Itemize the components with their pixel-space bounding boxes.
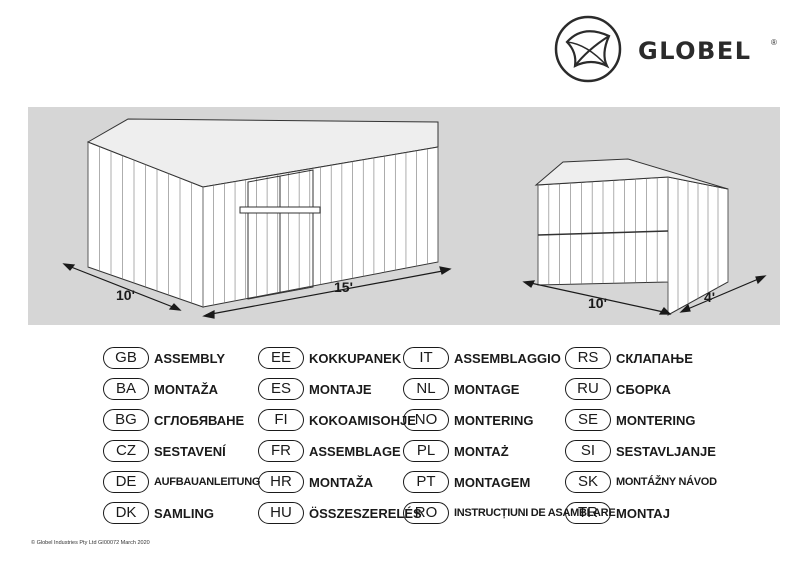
- language-assembly-word: MONTAŽA: [309, 474, 374, 490]
- language-item-dk: DK SAMLING: [103, 501, 214, 525]
- language-item-bg: BG СГЛОБЯВАНЕ: [103, 408, 244, 432]
- language-item-pl: PL MONTAŻ: [403, 439, 509, 463]
- language-code-badge: SK: [565, 471, 611, 493]
- language-item-hr: HR MONTAŽA: [258, 470, 373, 494]
- language-code-badge: IT: [403, 347, 449, 369]
- registered-mark: ®: [771, 38, 777, 47]
- language-code-badge: PL: [403, 440, 449, 462]
- language-code-badge: BG: [103, 409, 149, 431]
- language-assembly-word: KOKKUPANEK: [309, 350, 402, 366]
- language-assembly-word: MONTAJ: [616, 505, 670, 521]
- language-assembly-word: ASSEMBLAGGIO: [454, 350, 561, 366]
- language-code-badge: CZ: [103, 440, 149, 462]
- language-assembly-word: MONTÁŽNY NÁVOD: [616, 476, 717, 488]
- language-assembly-word: СКЛАПАЊЕ: [616, 350, 693, 366]
- small-shed-roof: [534, 158, 729, 190]
- large-shed-dimension-lines: [62, 263, 452, 319]
- language-assembly-word: SESTAVLJANJE: [616, 443, 716, 459]
- large-shed-depth-label: 10': [116, 287, 135, 303]
- language-item-fr: FR ASSEMBLAGE: [258, 439, 401, 463]
- language-assembly-word: СБОРКА: [616, 381, 671, 397]
- large-shed-ribs: [87, 142, 439, 307]
- language-code-badge: GB: [103, 347, 149, 369]
- brand-logo: GLOBEL ®: [553, 14, 783, 84]
- large-shed-length-label: 15': [334, 279, 353, 295]
- language-code-badge: RS: [565, 347, 611, 369]
- language-code-badge: HU: [258, 502, 304, 524]
- language-item-ee: EE KOKKUPANEK: [258, 346, 401, 370]
- language-item-ba: BA MONTAŽA: [103, 377, 218, 401]
- language-code-badge: FR: [258, 440, 304, 462]
- language-item-pt: PT MONTAGEM: [403, 470, 530, 494]
- language-code-badge: BA: [103, 378, 149, 400]
- large-shed-roof: [86, 118, 439, 188]
- large-shed-door: [239, 169, 321, 300]
- language-item-ru: RU СБОРКА: [565, 377, 671, 401]
- language-assembly-word: ÖSSZESZERELÉS: [309, 505, 422, 521]
- language-assembly-word: MONTAGE: [454, 381, 520, 397]
- small-shed-width-label: 10': [588, 295, 607, 311]
- language-assembly-word: MONTAŽA: [154, 381, 219, 397]
- language-assembly-word: SAMLING: [154, 505, 214, 521]
- language-item-si: SI SESTAVLJANJE: [565, 439, 716, 463]
- globel-logo-mark-icon: [554, 15, 622, 83]
- language-code-badge: EE: [258, 347, 304, 369]
- small-shed-depth-label: 4': [704, 289, 716, 305]
- language-code-badge: RO: [403, 502, 449, 524]
- language-assembly-word: MONTAJE: [309, 381, 372, 397]
- language-item-de: DE AUFBAUANLEITUNG: [103, 470, 260, 494]
- language-code-badge: NL: [403, 378, 449, 400]
- language-assembly-word: MONTAŻ: [454, 443, 509, 459]
- language-assembly-word: KOKOAMISOHJE: [309, 412, 416, 428]
- language-assembly-word: ASSEMBLY: [154, 350, 226, 366]
- language-code-badge: SE: [565, 409, 611, 431]
- language-code-badge: SI: [565, 440, 611, 462]
- footer-copyright: © Globel Industries Pty Ltd GI00072 Marc…: [31, 540, 150, 546]
- language-code-badge: TR: [565, 502, 611, 524]
- language-code-badge: PT: [403, 471, 449, 493]
- language-assembly-word: ASSEMBLAGE: [309, 443, 401, 459]
- language-item-no: NO MONTERING: [403, 408, 533, 432]
- language-code-badge: RU: [565, 378, 611, 400]
- language-item-rs: RS СКЛАПАЊЕ: [565, 346, 693, 370]
- language-item-fi: FI KOKOAMISOHJE: [258, 408, 416, 432]
- language-item-tr: TR MONTAJ: [565, 501, 670, 525]
- language-code-badge: DK: [103, 502, 149, 524]
- language-item-sk: SK MONTÁŽNY NÁVOD: [565, 470, 717, 494]
- language-assembly-word: MONTAGEM: [454, 474, 531, 490]
- language-item-es: ES MONTAJE: [258, 377, 372, 401]
- shed-illustration: [62, 118, 767, 319]
- language-code-badge: ES: [258, 378, 304, 400]
- shed-diagram-banner: 10' 15' 10' 4': [28, 107, 780, 325]
- language-item-gb: GB ASSEMBLY: [103, 346, 225, 370]
- language-assembly-word: СГЛОБЯВАНЕ: [154, 412, 245, 428]
- language-item-se: SE MONTERING: [565, 408, 695, 432]
- language-grid: GB ASSEMBLY BA MONTAŽA BG СГЛОБЯВАНЕ CZ SESTAVE…: [103, 346, 723, 526]
- language-item-cz: CZ SESTAVENÍ: [103, 439, 226, 463]
- language-code-badge: DE: [103, 471, 149, 493]
- language-item-hu: HU ÖSSZESZERELÉS: [258, 501, 422, 525]
- language-item-nl: NL MONTAGE: [403, 377, 519, 401]
- language-assembly-word: SESTAVENÍ: [154, 443, 226, 459]
- language-assembly-word: MONTERING: [454, 412, 534, 428]
- language-assembly-word: AUFBAUANLEITUNG: [154, 476, 261, 488]
- small-shed-ribs: [537, 177, 729, 315]
- small-shed-dimension-lines: [522, 275, 767, 315]
- language-code-badge: NO: [403, 409, 449, 431]
- brand-name: GLOBEL: [638, 37, 752, 65]
- language-item-it: IT ASSEMBLAGGIO: [403, 346, 561, 370]
- language-code-badge: FI: [258, 409, 304, 431]
- language-assembly-word: MONTERING: [616, 412, 696, 428]
- language-code-badge: HR: [258, 471, 304, 493]
